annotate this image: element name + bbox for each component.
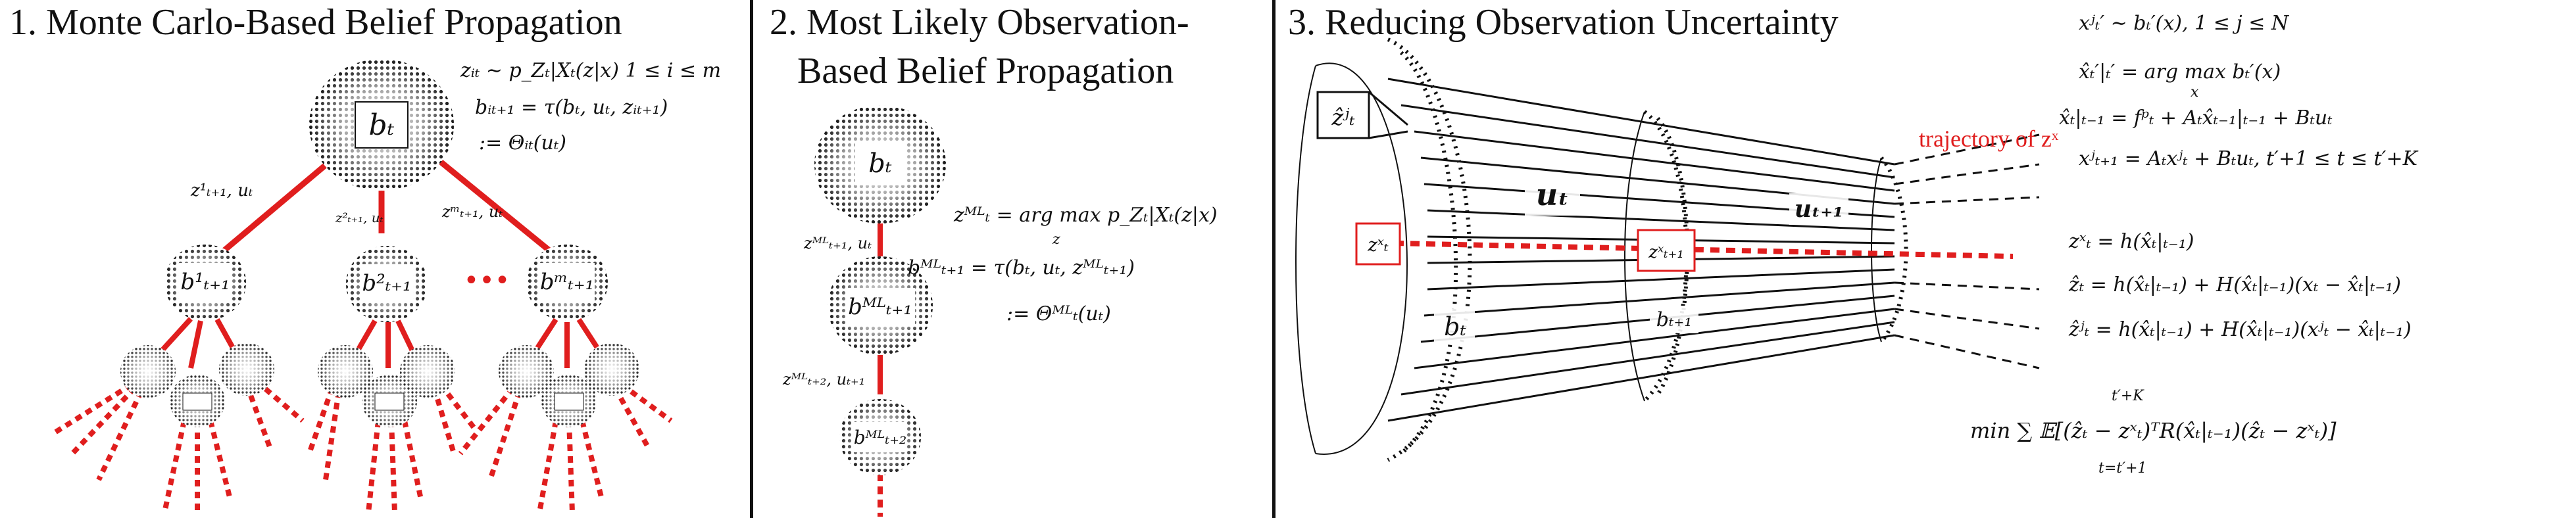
panel-2-chain: bₜ bᴹᴸₜ₊₁ bᴹᴸₜ₊₂ zᴹᴸₜ₊₁, uₜ zᴹᴸₜ₊₂, uₜ₊₁ xyxy=(782,104,947,517)
node-child1-label: b¹ₜ₊₁ xyxy=(180,269,230,295)
edge-label-1: z¹ₜ₊₁, uₜ xyxy=(190,181,253,200)
zx-t-label: zˣₜ xyxy=(1367,234,1389,256)
p2-eq-1: zᴹᴸₜ = arg max p_Zₜ|Xₜ(z|x) xyxy=(954,204,1218,227)
panel-2-title-line2: Based Belief Propagation xyxy=(797,51,1174,91)
panel-2-title-line1: 2. Most Likely Observation- xyxy=(770,2,1189,43)
cone-body xyxy=(1387,78,1895,422)
panel-3-cones: zˣₜ zˣₜ₊₁ ẑʲₜ uₜ uₜ₊₁ bₜ bₜ₊₁ xyxy=(1295,37,2040,462)
node-child3: bᵐₜ₊₁ xyxy=(525,243,609,322)
p3-eq-3: x̂ₜ|ₜ₋₁ = fᵖₜ + Aₜx̂ₜ₋₁|ₜ₋₁ + Bₜuₜ xyxy=(2059,106,2333,130)
divider-2 xyxy=(1272,0,1276,518)
p2-eq-1-sub: z xyxy=(1053,231,1060,248)
p3-eq-7: ẑʲₜ = h(x̂ₜ|ₜ₋₁) + H(x̂ₜ|ₜ₋₁)(xʲₜ − x̂ₜ|… xyxy=(2069,318,2412,341)
p3-eq-6: ẑₜ = h(x̂ₜ|ₜ₋₁) + H(x̂ₜ|ₜ₋₁)(xₜ − x̂ₜ|ₜ₋… xyxy=(2069,273,2401,296)
p3-eq-1: xʲₜ′ ∼ bₜ′(x), 1 ≤ j ≤ N xyxy=(2079,12,2289,35)
node-child2-label: b²ₜ₊₁ xyxy=(362,270,411,296)
panel-1-title: 1. Monte Carlo-Based Belief Propagation xyxy=(9,2,622,43)
node-n1-label: bₜ xyxy=(868,149,892,179)
ellipsis-dots: ••• xyxy=(464,266,510,296)
p1-eq-2: bᵢₜ₊₁ = τ(bₜ, uₜ, zᵢₜ₊₁) xyxy=(475,96,668,119)
panel-1-tree: bₜ b¹ₜ₊₁ b²ₜ₊₁ ••• bᵐₜ₊₁ z¹ₜ₊₁, uₜ z²ₜ₊₁… xyxy=(51,58,673,513)
callout-label: ẑʲₜ xyxy=(1331,105,1355,131)
p3-eq-8-lower: t=t′+1 xyxy=(2098,460,2147,477)
p3-eq-2: x̂ₜ′|ₜ′ = arg max bₜ′(x) xyxy=(2079,60,2281,83)
grandchildren-group-1 xyxy=(51,317,305,513)
edge-label-2: z²ₜ₊₁, uₜ xyxy=(335,210,384,225)
p3-eq-5: zˣₜ = h(x̂ₜ|ₜ₋₁) xyxy=(2069,230,2194,253)
u-t-label: uₜ xyxy=(1536,177,1570,212)
p1-eq-1: zᵢₜ ∼ p_Zₜ|Xₜ(z|x) 1 ≤ i ≤ m xyxy=(460,59,722,82)
edge-label-n1: zᴹᴸₜ₊₁, uₜ xyxy=(803,234,872,252)
p2-eq-3: := Θᴹᴸₜ(uₜ) xyxy=(1006,302,1111,325)
zx-t-box xyxy=(1355,222,1401,266)
edge-label-3: zᵐₜ₊₁, uₜ xyxy=(441,202,503,221)
p3-eq-8-upper: t′+K xyxy=(2112,388,2144,404)
edge-root-child1 xyxy=(215,149,344,259)
edge-root-child3 xyxy=(426,149,555,256)
zx-t1-box xyxy=(1637,229,1696,272)
node-root-label: bₜ xyxy=(368,108,394,142)
p3-eq-4: xʲₜ₊₁ = Aₜxʲₜ + Bₜuₜ, t′+1 ≤ t ≤ t′+K xyxy=(2079,147,2418,170)
panel-3-title: 3. Reducing Observation Uncertainty xyxy=(1288,2,1839,43)
u-t1-label: uₜ₊₁ xyxy=(1795,195,1843,223)
node-child2: b²ₜ₊₁ xyxy=(345,245,429,323)
callout-box xyxy=(1316,91,1370,139)
p3-eq-2-sub: x xyxy=(2191,84,2199,101)
node-child1: b¹ₜ₊₁ xyxy=(163,243,247,322)
b-t-label: bₜ xyxy=(1444,312,1466,341)
node-n2-label: bᴹᴸₜ₊₁ xyxy=(848,294,912,320)
node-n3-label: bᴹᴸₜ₊₂ xyxy=(854,427,907,448)
trajectory-label: trajectory of zˣ xyxy=(1919,126,2059,152)
zx-t1-label: zˣₜ₊₁ xyxy=(1648,243,1684,262)
divider-1 xyxy=(750,0,753,518)
node-child3-label: bᵐₜ₊₁ xyxy=(540,269,595,295)
trajectory-line xyxy=(1394,241,2014,259)
b-t1-label: bₜ₊₁ xyxy=(1656,308,1692,331)
p3-eq-8: min ∑ 𝔼[(ẑₜ − zˣₜ)ᵀR(x̂ₜ|ₜ₋₁)(ẑₜ − zˣₜ)] xyxy=(1970,418,2337,443)
p2-eq-2: bᴹᴸₜ₊₁ = τ(bₜ, uₜ, zᴹᴸₜ₊₁) xyxy=(908,256,1135,279)
edge-label-n2: zᴹᴸₜ₊₂, uₜ₊₁ xyxy=(782,370,865,388)
p1-eq-3: := Θᵢₜ(uₜ) xyxy=(479,131,566,154)
